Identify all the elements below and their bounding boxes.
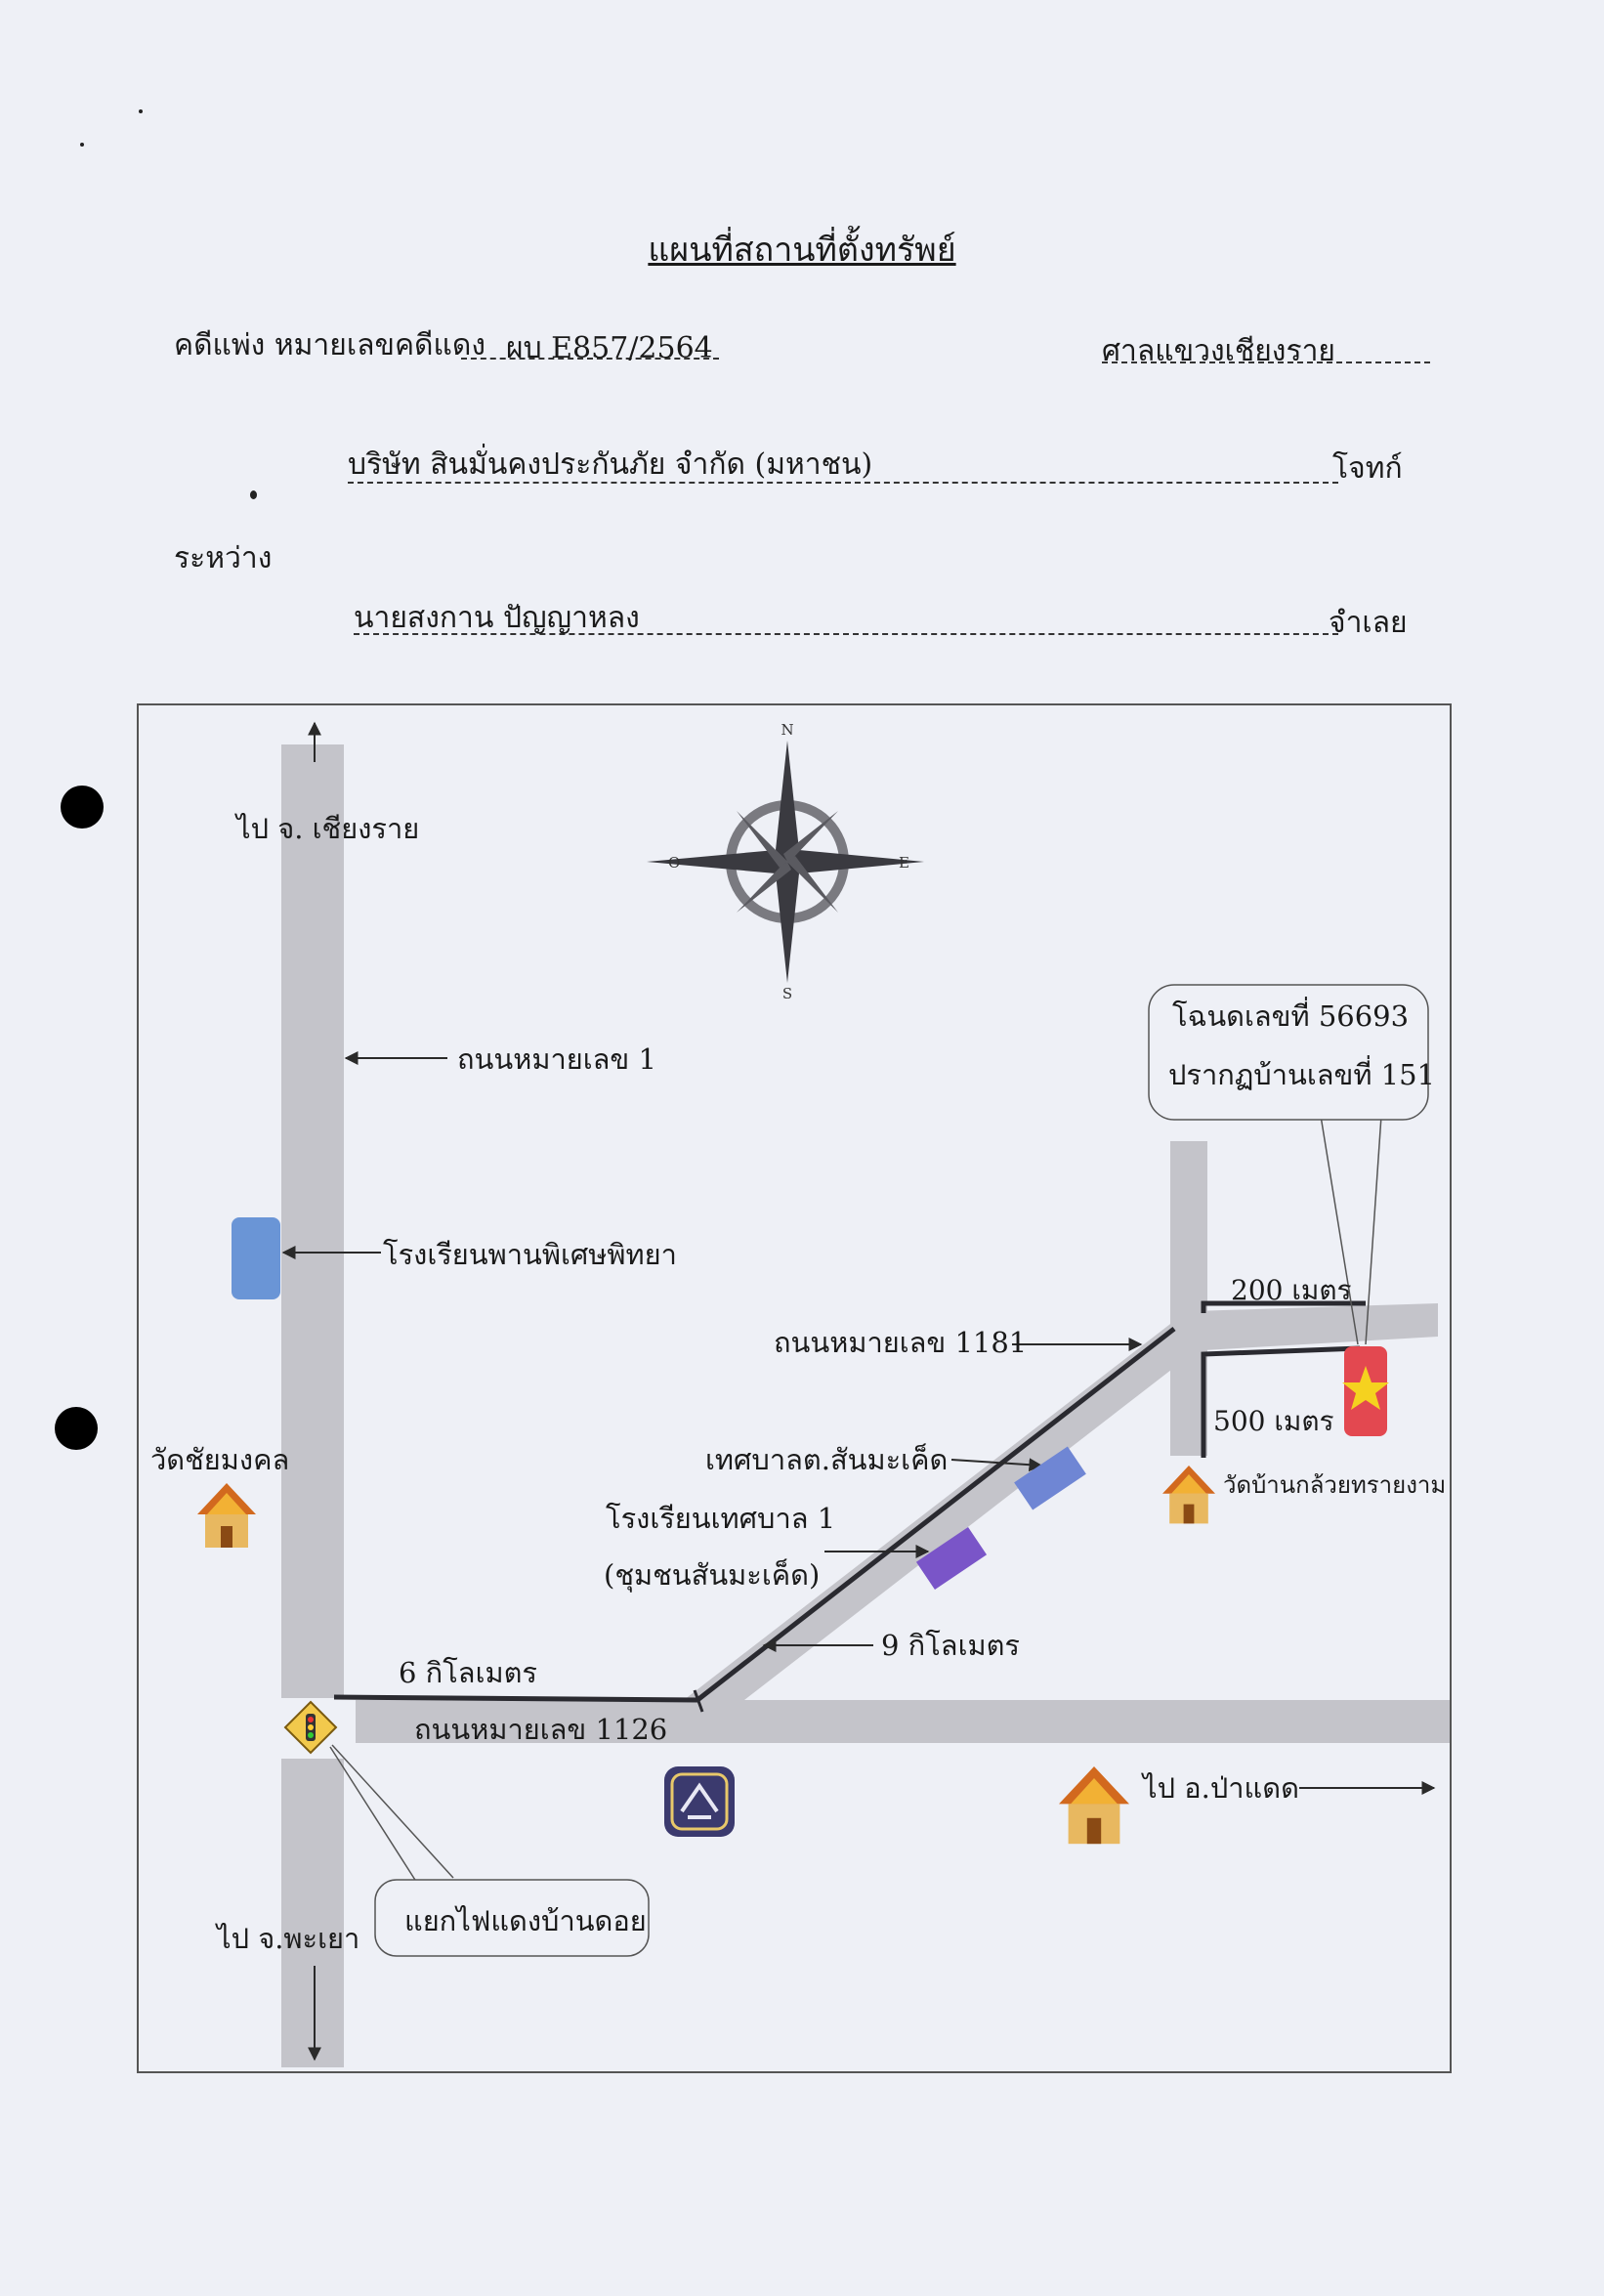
label-distance-500m: 500 เมตร [1213, 1405, 1334, 1437]
traffic-light-sign-icon [283, 1700, 338, 1755]
label-distance-9km: 9 กิโลเมตร [881, 1629, 1020, 1662]
route-tick [693, 1689, 704, 1713]
scan-speck [80, 143, 84, 147]
temple-icon [1162, 1466, 1215, 1524]
land-office-logo-icon [664, 1766, 735, 1837]
junction-callout [329, 1744, 650, 1957]
label-school-tessaban-line1: โรงเรียนเทศบาล 1 [606, 1502, 835, 1535]
road-1-south [281, 1759, 344, 2067]
route-lines [333, 1300, 1366, 1713]
municipality-marker [1014, 1446, 1086, 1510]
label-road-1: ถนนหมายเลข 1 [457, 1042, 656, 1076]
arrow-municipality [950, 1458, 1043, 1472]
label-junction-name: แยกไฟแดงบ้านดอย [404, 1904, 647, 1937]
callout-line-2: ปรากฏบ้านเลขที่ 151 [1168, 1055, 1435, 1091]
route-line-500m [1201, 1345, 1361, 1458]
court-line [1102, 361, 1430, 363]
compass-south: S [782, 985, 792, 1002]
school-panphiset-marker [232, 1217, 280, 1299]
court-name: ศาลแขวงเชียงราย [1102, 334, 1335, 368]
map-title: แผนที่สถานที่ตั้งทรัพย์ [648, 231, 956, 270]
case-number: ผบ E857/2564 [506, 331, 713, 365]
label-school-tessaban-line2: (ชุมชนสันมะเค็ด) [604, 1557, 820, 1593]
property-callout [1148, 984, 1429, 1345]
callout-line-1: โฉนดเลขที่ 56693 [1172, 997, 1409, 1033]
side-road-east [1194, 1303, 1438, 1350]
label-road-1126: ถนนหมายเลข 1126 [414, 1713, 667, 1746]
compass-east: E [899, 854, 909, 872]
plaintiff-line [348, 482, 1338, 484]
label-distance-6km: 6 กิโลเมตร [399, 1656, 537, 1689]
road-1-north [281, 744, 344, 1698]
map-arrows [281, 721, 1436, 2062]
route-line-1181 [696, 1327, 1176, 1702]
plaintiff-role: โจทก์ [1332, 451, 1403, 486]
between-label: ระหว่าง [174, 541, 273, 575]
school-tessaban-marker [915, 1527, 988, 1590]
star-icon [1342, 1366, 1389, 1410]
binder-hole [55, 1407, 98, 1450]
defendant-name: นายสงกาน ปัญญาหลง [354, 601, 640, 635]
case-number-line [461, 358, 719, 360]
plaintiff-name: บริษัท สินมั่นคงประกันภัย จำกัด (มหาชน) [348, 447, 873, 482]
label-wat-bankluai: วัดบ้านกล้วยทรายงาม [1223, 1471, 1446, 1499]
label-municipality: เทศบาลต.สันมะเค็ด [705, 1442, 948, 1476]
label-distance-200m: 200 เมตร [1231, 1274, 1352, 1306]
label-to-padaet: ไป อ.ป่าแดด [1141, 1771, 1299, 1805]
compass-rose-icon: N S E O [647, 721, 924, 1002]
binder-hole [61, 786, 104, 829]
defendant-line [354, 633, 1338, 635]
road-1126 [356, 1700, 1555, 1743]
label-to-chiangrai: ไป จ. เชียงราย [234, 812, 419, 845]
label-wat-chaimongkhon: วัดชัยมงคล [150, 1443, 289, 1476]
scan-speck [139, 109, 143, 113]
label-to-phayao: ไป จ.พะเยา [215, 1922, 359, 1955]
temple-icon [1059, 1766, 1129, 1845]
location-map: N S E O [137, 703, 1555, 2073]
defendant-role: จำเลย [1329, 606, 1408, 640]
temple-icon [197, 1483, 256, 1548]
route-line-200m [1201, 1300, 1366, 1313]
route-line-1126 [333, 1694, 698, 1703]
compass-north: N [781, 721, 793, 739]
compass-west: O [668, 854, 680, 872]
label-school-panphiset: โรงเรียนพานพิเศษพิทยา [383, 1238, 677, 1271]
label-road-1181: ถนนหมายเลข 1181 [774, 1326, 1027, 1359]
scan-speck [250, 490, 257, 499]
case-label: คดีแพ่ง หมายเลขคดีแดง [174, 328, 485, 362]
